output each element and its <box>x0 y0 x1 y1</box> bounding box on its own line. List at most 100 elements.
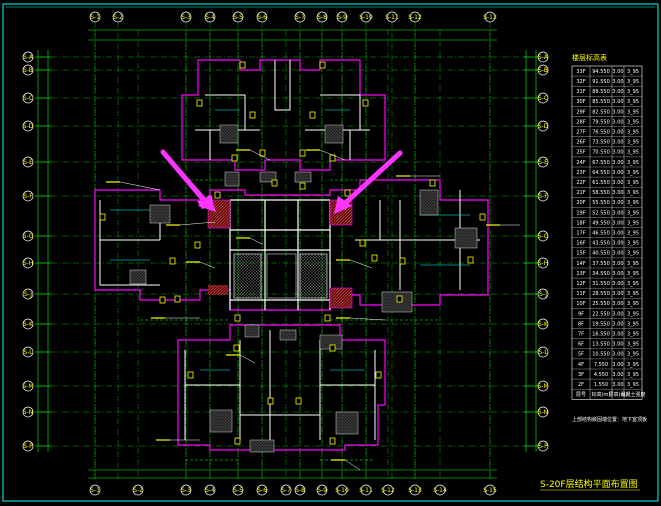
table-cell: 22F <box>576 180 585 186</box>
column-marker <box>169 257 176 265</box>
svg-text:S-5: S-5 <box>233 14 243 21</box>
svg-text:S-K: S-K <box>538 321 549 328</box>
elevation-table-footer: 上部结构嵌固端位置：地下室顶板 <box>572 416 647 423</box>
svg-text:S-9: S-9 <box>317 487 327 494</box>
table-cell: 3_95 <box>627 382 639 388</box>
svg-text:S-9: S-9 <box>337 14 347 21</box>
svg-text:S-4: S-4 <box>205 14 215 21</box>
axis-bubble-right: S-K <box>537 318 549 330</box>
column-marker <box>344 189 351 197</box>
table-cell: 3.00 <box>612 230 623 236</box>
table-cell: 3.00 <box>612 382 623 388</box>
dimension-lines <box>35 29 539 479</box>
table-cell: 3.00 <box>612 251 623 257</box>
svg-text:S-K: S-K <box>23 321 34 328</box>
table-cell: 30F <box>576 99 585 105</box>
axis-bubble-bottom: S-14 <box>433 484 447 496</box>
table-cell: 10.550 <box>592 352 610 358</box>
table-cell: 7F <box>578 331 584 337</box>
table-cell: 3.00 <box>612 129 623 135</box>
annotation-leader-line <box>349 259 373 269</box>
axis-bubble-bottom: S-13 <box>408 484 422 496</box>
svg-text:S-H: S-H <box>23 260 34 267</box>
table-cell: 91.550 <box>592 79 610 85</box>
axis-bubble-right: S-N <box>537 406 549 418</box>
table-cell: 1.550 <box>594 382 608 388</box>
callout-arrow-left <box>160 149 216 212</box>
axis-bubble-bottom: S-11 <box>359 484 373 496</box>
column-marker <box>187 371 194 379</box>
svg-text:S-8: S-8 <box>317 14 327 21</box>
table-cell: 3_95 <box>627 109 639 115</box>
svg-text:S-F: S-F <box>538 193 548 200</box>
axis-bubble-left: S-P <box>22 440 34 452</box>
axis-bubble-top: S-9 <box>336 11 348 23</box>
slab-hatch-pad <box>294 171 312 183</box>
axis-bubble-bottom: S-7 <box>280 484 292 496</box>
axis-bubble-bottom: S-5 <box>232 484 244 496</box>
svg-text:S-7: S-7 <box>295 14 305 21</box>
column-marker <box>375 371 382 379</box>
axis-bubble-right: S-D <box>537 120 549 132</box>
table-cell: 37.550 <box>592 261 610 267</box>
table-cell: 3.00 <box>612 291 623 297</box>
svg-text:S-12: S-12 <box>381 487 395 494</box>
table-cell: 9F <box>578 311 584 317</box>
table-cell: 3.00 <box>612 321 623 327</box>
table-cell: 3.00 <box>612 281 623 287</box>
table-cell: 29F <box>576 109 585 115</box>
table-cell: 3.00 <box>612 210 623 216</box>
svg-text:S-N: S-N <box>538 409 548 416</box>
axis-bubble-left: S-J <box>22 288 34 300</box>
table-cell: 3.00 <box>612 220 623 226</box>
axis-bubble-right: S-L <box>537 346 549 358</box>
axis-bubble-top: S-10 <box>359 11 373 23</box>
table-cell: 3F <box>578 372 584 378</box>
table-cell: 33F <box>576 69 585 75</box>
table-cell: 3_95 <box>627 140 639 146</box>
axis-bubble-left: S-G <box>23 230 34 242</box>
column-marker <box>479 213 486 221</box>
table-cell: 13.550 <box>592 342 610 348</box>
table-cell: 3_95 <box>627 69 639 75</box>
column-marker <box>371 254 378 262</box>
svg-text:S-2: S-2 <box>133 487 143 494</box>
column-marker <box>194 241 201 249</box>
table-cell: 82.550 <box>592 109 610 115</box>
hatched-slab-pads <box>129 124 478 453</box>
axis-bubble-top: S-2 <box>112 11 124 23</box>
axis-bubble-left: S-H <box>22 257 34 269</box>
elevator-shaft-right <box>299 253 328 299</box>
building-outline-bottom <box>177 324 386 451</box>
svg-text:S-2: S-2 <box>113 14 123 21</box>
axis-bubble-bottom: S-9 <box>316 484 328 496</box>
axis-bubble-bottom: S-3 <box>180 484 192 496</box>
axis-bubble-top: S-13 <box>483 11 497 23</box>
axis-bubble-bottom: S-6 <box>256 484 268 496</box>
column-marker <box>467 256 474 264</box>
axis-bubble-left: S-F <box>22 190 34 202</box>
slab-hatch-pad <box>259 171 277 183</box>
column-markers <box>99 61 486 445</box>
slab-hatch-pad <box>249 439 275 453</box>
slab-hatch-pad <box>149 204 171 224</box>
table-cell: 3_95 <box>627 160 639 166</box>
svg-text:S-E: S-E <box>538 159 548 166</box>
structural-walls-bottom-wing <box>184 330 376 440</box>
table-cell: 3_95 <box>627 99 639 105</box>
svg-text:S-13: S-13 <box>408 487 422 494</box>
table-cell: 3_95 <box>627 291 639 297</box>
axis-bubbles-left: S-AS-BS-CS-DS-ES-FS-GS-HS-JS-KS-LS-MS-NS… <box>22 51 34 452</box>
column-marker <box>319 61 326 69</box>
table-cell: 31F <box>576 89 585 95</box>
axis-bubble-right: S-E <box>537 156 549 168</box>
